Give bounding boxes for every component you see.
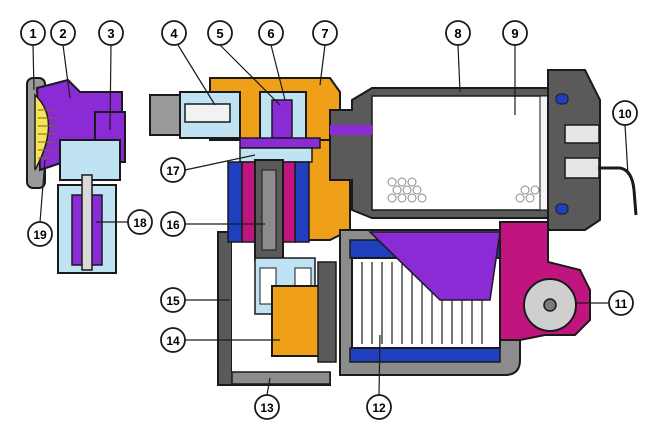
callout-15: 15	[160, 287, 186, 313]
o-ring-top	[555, 93, 569, 105]
reed-valve-part-5	[271, 99, 293, 139]
electric-motor	[339, 229, 521, 376]
callout-17: 17	[160, 157, 186, 183]
callout-12: 12	[366, 394, 392, 420]
leader-8	[457, 44, 461, 93]
callout-14: 14	[160, 327, 186, 353]
cylinder-wall-left	[227, 161, 243, 243]
air-line-part-10	[598, 166, 638, 216]
solenoid-valve-assembly	[26, 77, 126, 274]
leader-12	[378, 334, 381, 396]
leader-17	[184, 154, 256, 171]
cylinder-assembly	[227, 159, 310, 261]
valve-chamber	[59, 139, 121, 181]
leader-lines	[32, 44, 629, 396]
svg-text:7: 7	[321, 26, 328, 41]
svg-text:15: 15	[166, 294, 180, 308]
solenoid-plunger	[81, 174, 93, 271]
svg-text:4: 4	[170, 26, 178, 41]
callout-18: 18	[127, 209, 153, 235]
callout-5: 5	[207, 20, 233, 46]
leader-13	[266, 377, 271, 396]
leader-19	[39, 159, 46, 223]
callout-16: 16	[160, 211, 186, 237]
callout-4: 4	[161, 20, 187, 46]
leader-10	[624, 124, 629, 176]
svg-text:8: 8	[454, 26, 461, 41]
leader-5	[219, 44, 281, 106]
mounting-bracket	[499, 221, 591, 341]
svg-text:12: 12	[372, 401, 386, 415]
svg-text:18: 18	[133, 216, 147, 230]
svg-text:1: 1	[29, 26, 36, 41]
inlet-nut	[149, 94, 181, 136]
svg-text:3: 3	[107, 26, 114, 41]
callouts: 1 2 3 4 5 6 7 8 9 10 11 12 13 14 15 16 1…	[20, 20, 638, 420]
svg-text:13: 13	[260, 401, 274, 415]
svg-text:9: 9	[511, 26, 518, 41]
valve-plate	[239, 91, 321, 163]
leader-1	[32, 44, 35, 91]
callout-1: 1	[20, 20, 46, 46]
svg-text:6: 6	[267, 26, 274, 41]
leader-4	[177, 44, 216, 106]
leader-6	[270, 44, 286, 101]
inlet-fitting	[149, 91, 241, 139]
svg-text:11: 11	[615, 297, 628, 311]
leader-3	[109, 44, 112, 131]
svg-text:10: 10	[618, 107, 632, 121]
callout-8: 8	[445, 20, 471, 46]
motor-air-duct	[368, 231, 501, 301]
callout-7: 7	[312, 20, 338, 46]
valve-diaphragm-part-19	[34, 93, 50, 171]
leader-7	[319, 44, 326, 86]
svg-text:2: 2	[59, 26, 66, 41]
valve-plate-part-17	[239, 137, 321, 149]
leader-2	[62, 44, 71, 99]
callout-10: 10	[612, 100, 638, 126]
outlet-port-upper	[564, 124, 600, 144]
callout-13: 13	[254, 394, 280, 420]
callout-6: 6	[258, 20, 284, 46]
desiccant-beads	[387, 177, 540, 203]
crank-assembly	[254, 257, 337, 363]
dryer-end-cap	[547, 69, 601, 231]
callout-9: 9	[502, 20, 528, 46]
callout-11: 11	[608, 290, 634, 316]
motor-end-plate	[317, 261, 337, 363]
svg-text:5: 5	[216, 26, 223, 41]
svg-text:19: 19	[33, 228, 47, 242]
svg-text:16: 16	[166, 218, 180, 232]
connecting-rod-core	[261, 169, 277, 251]
callout-3: 3	[98, 20, 124, 46]
outlet-port-lower	[564, 157, 600, 179]
motor-winding-bottom	[349, 347, 501, 363]
svg-text:17: 17	[166, 164, 180, 178]
crankcase-base-part-13	[231, 371, 331, 385]
callout-19: 19	[27, 221, 53, 247]
inlet-filter	[184, 103, 231, 123]
air-dryer	[329, 69, 638, 231]
mount-bolt	[543, 298, 557, 312]
svg-text:14: 14	[166, 334, 180, 348]
crank-counterweight-part-14	[271, 285, 321, 357]
o-ring-bottom	[555, 203, 569, 215]
callout-2: 2	[50, 20, 76, 46]
diaphragm-lines	[38, 109, 57, 159]
cylinder-wall-right	[294, 161, 310, 243]
